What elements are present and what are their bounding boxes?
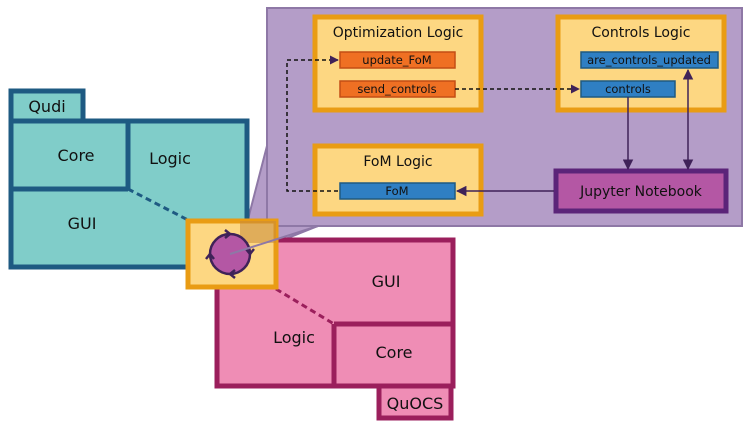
optimization-logic-box: Optimization Logic update_FoM send_contr… bbox=[312, 14, 484, 113]
qudi-tab-label: Qudi bbox=[28, 97, 65, 116]
quocs-core-label: Core bbox=[375, 343, 412, 362]
optimization-logic-title: Optimization Logic bbox=[333, 25, 464, 41]
zoom-pointer bbox=[229, 225, 319, 255]
quocs-tab bbox=[376, 383, 454, 421]
quocs-logic-label: Logic bbox=[273, 328, 315, 347]
interface-node bbox=[185, 218, 319, 290]
qudi-core-label: Core bbox=[57, 146, 94, 165]
fom-logic-title: FoM Logic bbox=[363, 154, 432, 170]
fom-label: FoM bbox=[385, 184, 408, 198]
are-controls-updated-label: are_controls_updated bbox=[587, 53, 711, 67]
update-fom-item bbox=[339, 51, 456, 69]
qudi-module: Qudi Core Logic GUI bbox=[8, 88, 250, 270]
controls-logic-title: Controls Logic bbox=[592, 25, 691, 41]
quocs-tab-label: QuOCS bbox=[387, 394, 444, 413]
controls-label: controls bbox=[605, 82, 651, 96]
qudi-logic-label: Logic bbox=[149, 149, 191, 168]
qudi-gui-label: GUI bbox=[68, 214, 97, 233]
update-fom-label: update_FoM bbox=[362, 53, 431, 67]
quocs-connector bbox=[275, 287, 335, 326]
fom-item bbox=[339, 182, 456, 200]
jupyter-notebook-label: Jupyter Notebook bbox=[579, 184, 703, 200]
jupyter-notebook-box: Jupyter Notebook bbox=[553, 168, 729, 214]
are-controls-updated-item bbox=[580, 51, 719, 69]
controls-logic-box: Controls Logic are_controls_updated cont… bbox=[555, 14, 727, 113]
send-controls-label: send_controls bbox=[357, 82, 436, 96]
interface-highlight bbox=[240, 221, 276, 243]
quocs-gui-label: GUI bbox=[372, 272, 401, 291]
fom-logic-box: FoM Logic FoM bbox=[312, 143, 484, 217]
qudi-connector bbox=[127, 187, 189, 222]
